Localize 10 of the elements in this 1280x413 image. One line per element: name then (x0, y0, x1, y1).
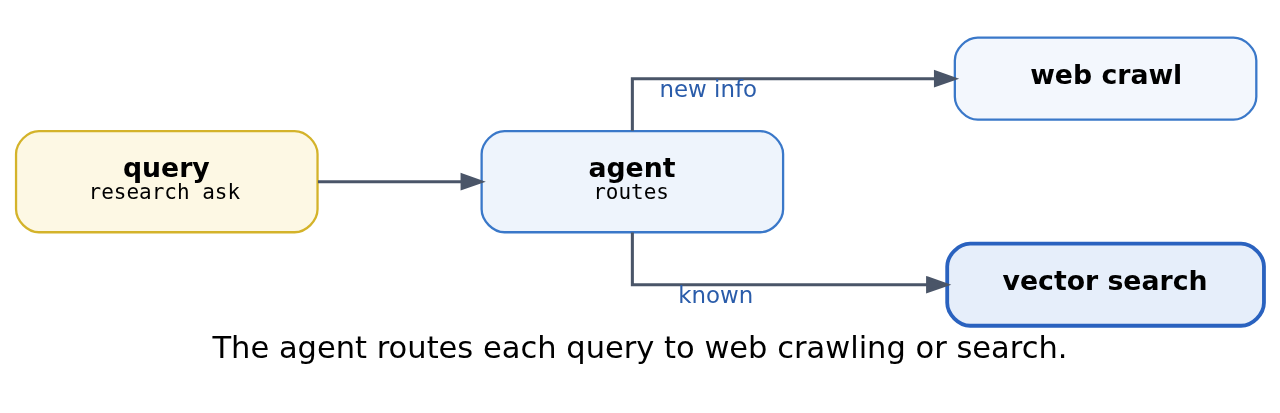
arrow (630, 232, 952, 294)
edge-label: new info (659, 75, 757, 102)
caption: The agent routes each query to web crawling or search. (212, 329, 1068, 365)
node-box: agent routes (480, 130, 785, 234)
edge-label: known (678, 282, 754, 309)
node-box: vector search (945, 241, 1266, 328)
arrow (317, 172, 486, 191)
arrow (630, 69, 960, 131)
node-box: web crawl (953, 36, 1258, 121)
node-box: query research ask (14, 130, 319, 234)
